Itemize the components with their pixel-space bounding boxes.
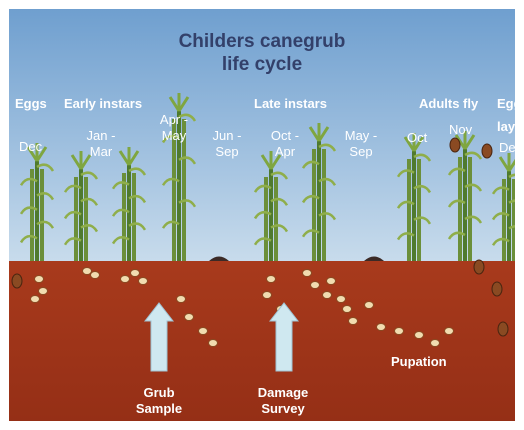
stage-label-early-instars: Early instars <box>64 96 142 111</box>
grub <box>431 340 440 347</box>
beetle <box>474 260 484 274</box>
cane-plant <box>21 143 53 261</box>
grub <box>139 278 148 285</box>
month-dec: Dec <box>19 139 42 155</box>
grub-sample-line1: Grub <box>129 385 189 401</box>
diagram-title-line2: life cycle <box>9 54 515 76</box>
grub <box>35 276 44 283</box>
grub <box>365 302 374 309</box>
grub <box>415 332 424 339</box>
month-oct-apr-line2: Apr <box>268 144 302 160</box>
cane-plant <box>303 123 335 261</box>
damage-survey-label: Damage Survey <box>251 385 315 417</box>
grub <box>267 276 276 283</box>
month-jan-mar: Jan - Mar <box>83 128 119 160</box>
grub <box>263 292 272 299</box>
grub <box>343 306 352 313</box>
month-apr-may-line1: Apr - <box>157 112 191 128</box>
cane-plant <box>493 153 515 261</box>
grub <box>377 324 386 331</box>
month-oct-apr: Oct - Apr <box>268 128 302 160</box>
grub <box>199 328 208 335</box>
grub <box>395 328 404 335</box>
grub <box>31 296 40 303</box>
grub <box>177 296 186 303</box>
month-jun-sep-line2: Sep <box>210 144 244 160</box>
cane-plant <box>255 151 287 261</box>
month-dec-end: Dec <box>499 140 515 156</box>
beetle <box>492 282 502 296</box>
month-may-sep: May - Sep <box>341 128 381 160</box>
soil-mound <box>364 257 384 262</box>
month-may-sep-line1: May - <box>341 128 381 144</box>
grub-sample-label: Grub Sample <box>129 385 189 417</box>
grub <box>83 268 92 275</box>
pupation-label: Pupation <box>391 354 447 370</box>
cane-plant <box>65 151 97 261</box>
cane-plant <box>398 133 430 261</box>
grub <box>91 272 100 279</box>
grub <box>323 292 332 299</box>
damage-survey-arrow <box>270 303 298 371</box>
grub-sample-arrow <box>145 303 173 371</box>
month-nov: Nov <box>449 122 472 138</box>
month-apr-may: Apr - May <box>157 112 191 144</box>
grub <box>303 270 312 277</box>
month-jun-sep-line1: Jun - <box>210 128 244 144</box>
grub <box>39 288 48 295</box>
grub <box>131 270 140 277</box>
month-may-sep-line2: Sep <box>341 144 381 160</box>
damage-survey-line1: Damage <box>251 385 315 401</box>
grub <box>327 278 336 285</box>
grub <box>445 328 454 335</box>
grub <box>311 282 320 289</box>
stage-label-eggs-lay-a: Egg <box>497 96 515 111</box>
stage-label-eggs-lay-b: lay <box>497 119 515 134</box>
stage-label-late-instars: Late instars <box>254 96 327 111</box>
month-jan-mar-line1: Jan - <box>83 128 119 144</box>
month-jan-mar-line2: Mar <box>83 144 119 160</box>
damage-survey-line2: Survey <box>251 401 315 417</box>
month-oct-apr-line1: Oct - <box>268 128 302 144</box>
month-jun-sep: Jun - Sep <box>210 128 244 160</box>
soil-mound <box>209 257 229 262</box>
beetle <box>482 144 492 158</box>
beetle <box>498 322 508 336</box>
month-apr-may-line2: May <box>157 128 191 144</box>
grub <box>121 276 130 283</box>
life-cycle-diagram: Childers canegrub life cycle Eggs Early … <box>9 9 515 421</box>
cane-plant <box>113 147 145 261</box>
grub <box>349 318 358 325</box>
grub <box>337 296 346 303</box>
beetle <box>450 138 460 152</box>
grub <box>209 340 218 347</box>
grub-sample-line2: Sample <box>129 401 189 417</box>
stage-label-adults-fly: Adults fly <box>419 96 478 111</box>
stage-label-eggs: Eggs <box>15 96 47 111</box>
diagram-title-line1: Childers canegrub <box>9 31 515 53</box>
month-oct: Oct <box>407 130 427 146</box>
grub <box>185 314 194 321</box>
beetle <box>12 274 22 288</box>
